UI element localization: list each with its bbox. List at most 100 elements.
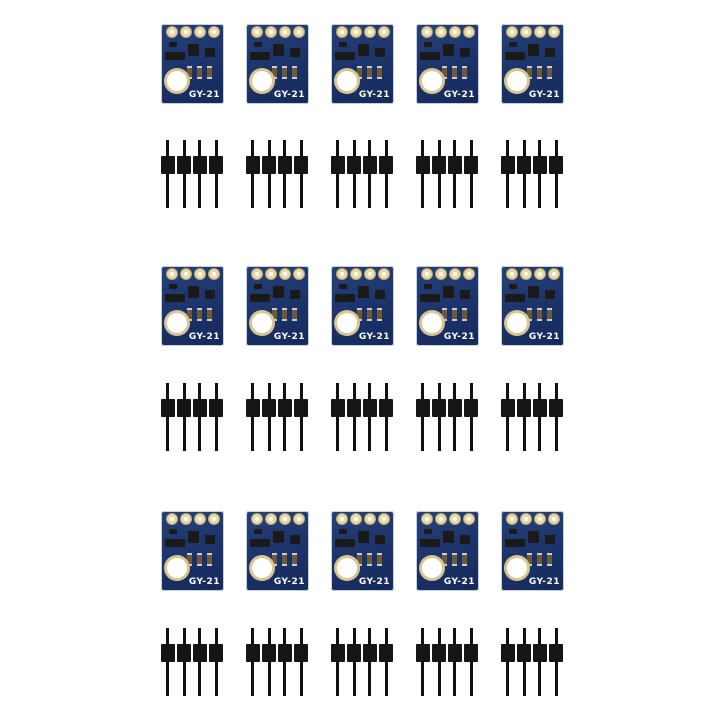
pin-header	[496, 383, 563, 451]
pin-header	[156, 383, 223, 451]
regulator-chip	[335, 539, 355, 547]
sensor-chip	[443, 531, 454, 543]
smd-resistor	[442, 553, 447, 566]
pin-pad	[535, 27, 545, 37]
header-pin	[300, 140, 303, 208]
smd-resistor	[272, 308, 277, 321]
transistor-chip	[545, 535, 555, 544]
header-plastic	[432, 644, 446, 662]
header-plastic	[294, 644, 308, 662]
sensor-chip	[358, 44, 369, 56]
transistor-chip	[460, 535, 470, 544]
header-plastic	[294, 156, 308, 174]
header-pin	[523, 140, 526, 208]
header-plastic	[294, 399, 308, 417]
pin-pad	[181, 27, 191, 37]
header-pin	[368, 140, 371, 208]
header-pin	[555, 383, 558, 451]
regulator-chip	[165, 52, 185, 60]
mounting-hole	[422, 313, 442, 333]
sensor-board: GY-21	[161, 511, 224, 591]
sensor-board: GY-21	[331, 266, 394, 346]
header-plastic	[209, 644, 223, 662]
pin-pad	[549, 269, 559, 279]
header-pin	[385, 628, 388, 696]
header-pin	[268, 628, 271, 696]
header-plastic	[533, 644, 547, 662]
smd-resistor	[442, 66, 447, 79]
regulator-chip	[420, 52, 440, 60]
board-label: GY-21	[443, 577, 475, 587]
pin-pad	[195, 27, 205, 37]
header-plastic	[161, 644, 175, 662]
sensor-chip	[188, 44, 199, 56]
pin-pad	[507, 269, 517, 279]
smd-resistor	[452, 308, 457, 321]
smd-resistor	[377, 308, 382, 321]
header-pin	[453, 383, 456, 451]
smd-resistor	[377, 66, 382, 79]
smd-resistor	[462, 66, 467, 79]
mounting-hole	[252, 71, 272, 91]
pin-pad	[535, 269, 545, 279]
sensor-chip	[358, 286, 369, 298]
transistor-chip	[460, 48, 470, 57]
small-chip	[339, 284, 347, 289]
header-plastic	[161, 156, 175, 174]
header-plastic	[517, 399, 531, 417]
header-plastic	[464, 399, 478, 417]
header-pin	[268, 383, 271, 451]
small-chip	[424, 42, 432, 47]
pin-pad	[280, 514, 290, 524]
pin-header	[411, 628, 478, 696]
header-pin	[470, 140, 473, 208]
regulator-chip	[250, 52, 270, 60]
small-chip	[169, 284, 177, 289]
header-pin	[506, 383, 509, 451]
header-pin	[183, 140, 186, 208]
header-pin	[198, 628, 201, 696]
small-chip	[339, 529, 347, 534]
pin-pad	[507, 514, 517, 524]
header-plastic	[379, 399, 393, 417]
smd-resistor	[292, 308, 297, 321]
smd-resistor	[537, 553, 542, 566]
transistor-chip	[205, 535, 215, 544]
header-plastic	[347, 644, 361, 662]
header-pin	[336, 383, 339, 451]
header-pin	[523, 628, 526, 696]
header-plastic	[448, 156, 462, 174]
pin-pad	[351, 269, 361, 279]
header-plastic	[347, 399, 361, 417]
sensor-chip	[273, 44, 284, 56]
pin-pad	[365, 27, 375, 37]
mounting-hole	[167, 558, 187, 578]
smd-resistor	[187, 66, 192, 79]
pin-pad	[351, 514, 361, 524]
board-label: GY-21	[273, 90, 305, 100]
regulator-chip	[250, 294, 270, 302]
header-plastic	[549, 644, 563, 662]
pin-pad	[280, 27, 290, 37]
mounting-hole	[422, 558, 442, 578]
smd-resistor	[462, 308, 467, 321]
sensor-board: GY-21	[331, 24, 394, 104]
transistor-chip	[375, 290, 385, 299]
pin-header	[411, 140, 478, 208]
pin-pad	[549, 514, 559, 524]
pin-pad	[294, 514, 304, 524]
transistor-chip	[205, 48, 215, 57]
header-plastic	[517, 644, 531, 662]
board-label: GY-21	[443, 332, 475, 342]
header-plastic	[501, 156, 515, 174]
sensor-chip	[528, 531, 539, 543]
header-plastic	[363, 156, 377, 174]
pin-pad	[252, 514, 262, 524]
header-plastic	[432, 156, 446, 174]
header-plastic	[177, 399, 191, 417]
header-pin	[251, 383, 254, 451]
mounting-hole	[167, 71, 187, 91]
pin-pad	[351, 27, 361, 37]
header-pin	[353, 140, 356, 208]
